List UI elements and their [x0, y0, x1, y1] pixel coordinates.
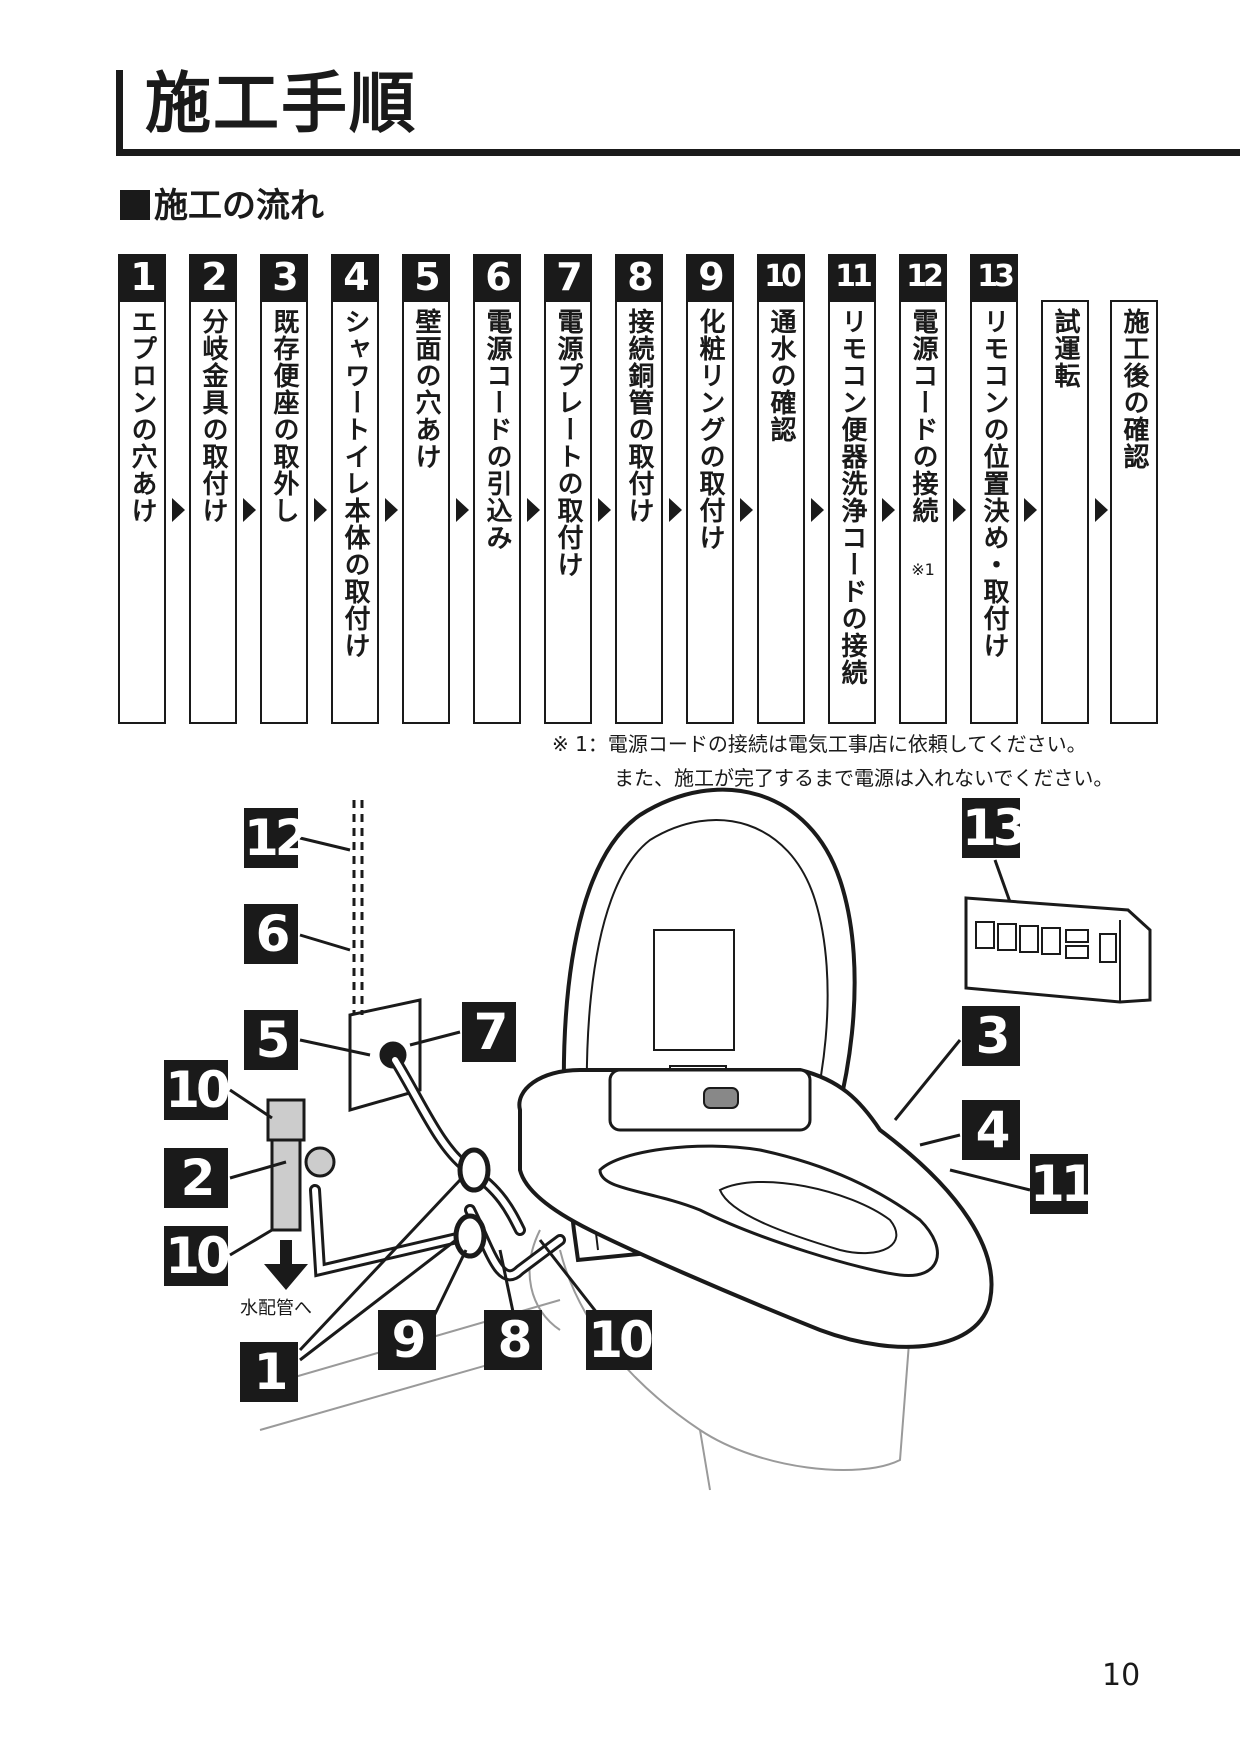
step-label: 電源コードの接続: [908, 308, 938, 524]
arrow-right-icon: [314, 498, 327, 522]
square-bullet-icon: [120, 190, 150, 220]
step-box: 分岐金具の取付け: [189, 300, 237, 724]
step-label: 分岐金具の取付け: [198, 308, 228, 524]
title-bar: 施工手順: [116, 65, 1240, 156]
step-label: シャワートイレ本体の取付け: [340, 308, 370, 659]
step-number: 4: [331, 254, 379, 300]
arrow-right-icon: [456, 498, 469, 522]
step-number: 11: [828, 254, 876, 300]
step-box: リモコン便器洗浄コードの接続: [828, 300, 876, 724]
step-label: 試運転: [1050, 308, 1080, 389]
step-label: 電源プレートの取付け: [553, 308, 583, 578]
step-flow: 1 エプロンの穴あけ 2 分岐金具の取付け 3 既存便座の取外し 4 シャワート…: [118, 254, 1158, 724]
step-number: 6: [473, 254, 521, 300]
step-number: 3: [260, 254, 308, 300]
step-box: 接続銅管の取付け: [615, 300, 663, 724]
badge-10-right: 10: [586, 1310, 654, 1370]
badge-10-top: 10: [164, 1060, 231, 1120]
step-box: 施工後の確認: [1110, 300, 1158, 724]
step-number: 5: [402, 254, 450, 300]
step-label: 施工後の確認: [1119, 308, 1149, 470]
step-number: 12: [899, 254, 947, 300]
step-box: 電源コードの引込み: [473, 300, 521, 724]
section-title-text: 施工の流れ: [154, 186, 324, 226]
step-number: 13: [970, 254, 1018, 300]
footnote-line-2: また、施工が完了するまで電源は入れないでください。: [614, 766, 1114, 790]
step-box: 電源プレートの取付け: [544, 300, 592, 724]
step-box: エプロンの穴あけ: [118, 300, 166, 724]
page-title: 施工手順: [145, 65, 417, 142]
arrow-down-icon: [264, 1240, 308, 1290]
section-title: 施工の流れ: [120, 186, 324, 226]
badge-1: 1: [240, 1342, 298, 1402]
step-box: 既存便座の取外し: [260, 300, 308, 724]
arrow-right-icon: [385, 498, 398, 522]
step-label: 通水の確認: [766, 308, 796, 443]
power-cord-dashed: [352, 800, 364, 1015]
arrow-right-icon: [172, 498, 185, 522]
step-label: エプロンの穴あけ: [127, 308, 157, 524]
remote-control: [964, 896, 1152, 1004]
step-box: シャワートイレ本体の取付け: [331, 300, 379, 724]
step-label: 化粧リングの取付け: [695, 308, 725, 551]
badge-11: 11: [1030, 1154, 1096, 1214]
badge-6: 6: [244, 904, 298, 964]
step-label: 接続銅管の取付け: [624, 308, 654, 524]
badge-3: 3: [962, 1006, 1020, 1066]
step-label: 壁面の穴あけ: [411, 308, 441, 470]
arrow-right-icon: [1095, 498, 1108, 522]
installation-diagram: 12 6 5 7 10 2 10 1 9 8 10 13 3 4 11 水配管へ: [0, 770, 1240, 1670]
footnote-line-1: ※ 1：電源コードの接続は電気工事店に依頼してください。: [552, 732, 1087, 756]
step-box: 試運転: [1041, 300, 1089, 724]
step-number: 10: [757, 254, 805, 300]
step-box: 電源コードの接続 ※1: [899, 300, 947, 724]
step-label: 既存便座の取外し: [269, 308, 299, 524]
water-pipe-label: 水配管へ: [240, 1298, 312, 1319]
badge-12: 12: [244, 808, 310, 868]
arrow-right-icon: [811, 498, 824, 522]
badge-9: 9: [378, 1310, 436, 1370]
arrow-right-icon: [882, 498, 895, 522]
step-number: 8: [615, 254, 663, 300]
badge-5: 5: [244, 1010, 298, 1070]
badge-8: 8: [484, 1310, 542, 1370]
step-note: ※1: [911, 560, 935, 579]
step-label: 電源コードの引込み: [482, 308, 512, 551]
step-box: 壁面の穴あけ: [402, 300, 450, 724]
badge-4: 4: [962, 1100, 1020, 1160]
badge-7: 7: [462, 1002, 516, 1062]
step-box: リモコンの位置決め・取付け: [970, 300, 1018, 724]
badge-13: 13: [962, 798, 1028, 858]
arrow-right-icon: [598, 498, 611, 522]
arrow-right-icon: [1024, 498, 1037, 522]
arrow-right-icon: [527, 498, 540, 522]
page-number: 10: [1102, 1658, 1141, 1693]
decor-rings: [453, 1147, 491, 1259]
step-number: 1: [118, 254, 166, 300]
leader-lines: [229, 836, 1031, 1362]
step-number: 2: [189, 254, 237, 300]
step-label: リモコン便器洗浄コードの接続: [837, 308, 867, 686]
step-label: リモコンの位置決め・取付け: [979, 308, 1009, 659]
step-box: 通水の確認: [757, 300, 805, 724]
arrow-right-icon: [953, 498, 966, 522]
step-number: 9: [686, 254, 734, 300]
toilet-illustration: [229, 787, 1152, 1491]
badge-10-bottom: 10: [164, 1226, 231, 1286]
arrow-right-icon: [740, 498, 753, 522]
step-box: 化粧リングの取付け: [686, 300, 734, 724]
arrow-right-icon: [243, 498, 256, 522]
seat-body: [517, 1068, 994, 1349]
badge-2: 2: [164, 1148, 228, 1208]
branch-fitting: [266, 1098, 336, 1232]
arrow-right-icon: [669, 498, 682, 522]
step-number: 7: [544, 254, 592, 300]
